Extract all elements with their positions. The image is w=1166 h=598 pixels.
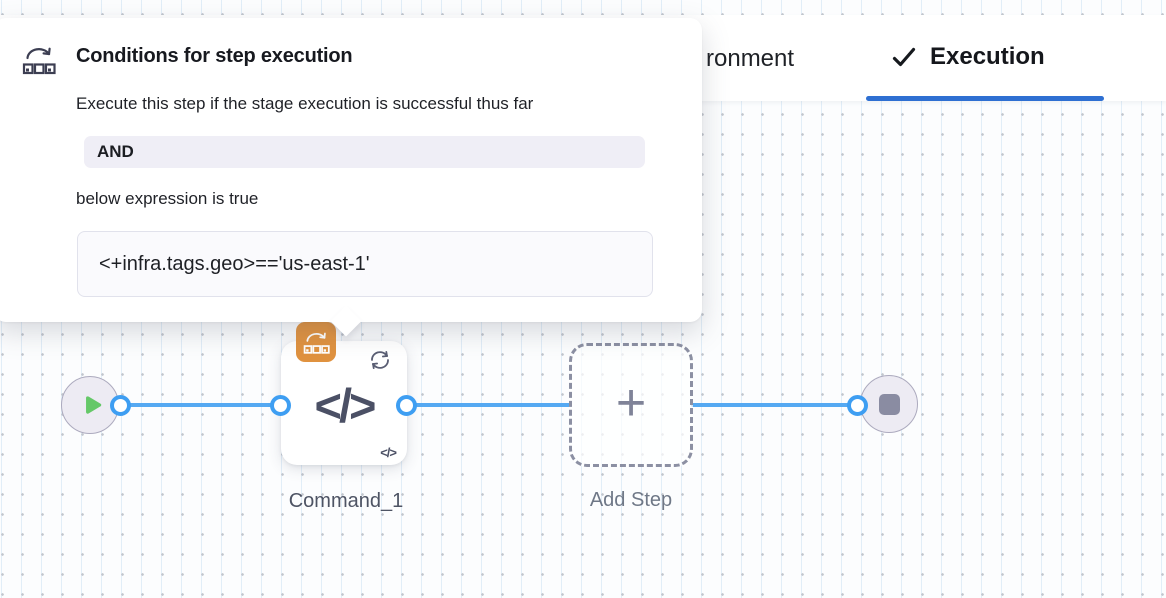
connector-start-to-step — [120, 403, 284, 407]
tab-execution[interactable]: Execution — [891, 43, 1045, 71]
popover-title: Conditions for step execution — [76, 45, 353, 67]
tab-environment-partial[interactable]: ronment — [706, 45, 795, 72]
connector-step-to-addstep — [405, 403, 572, 407]
play-icon — [86, 396, 102, 414]
step-node-command[interactable]: </> </> — [281, 322, 407, 465]
active-tab-indicator — [866, 96, 1104, 101]
conditional-execution-popover: Conditions for step execution Execute th… — [0, 18, 702, 337]
popover-description: Execute this step if the stage execution… — [76, 94, 534, 113]
connector-addstep-to-end — [691, 403, 858, 407]
step-name-label[interactable]: Command_1 — [288, 490, 404, 512]
step-out-port[interactable] — [396, 395, 417, 416]
pipeline-end-node[interactable] — [860, 375, 918, 433]
stop-icon — [878, 393, 900, 415]
step-in-port[interactable] — [270, 395, 291, 416]
plus-icon: + — [615, 374, 647, 432]
add-step-button[interactable]: + — [569, 343, 693, 467]
conditional-execution-icon — [22, 47, 56, 75]
add-step-label[interactable]: Add Step — [589, 489, 673, 511]
conditional-execution-badge[interactable] — [296, 322, 336, 362]
expression-condition-label: below expression is true — [76, 189, 259, 208]
start-out-port[interactable] — [110, 395, 131, 416]
command-step-icon: </> — [314, 378, 377, 432]
expression-value: <+infra.tags.geo>=='us-east-1' — [77, 231, 653, 297]
end-in-port[interactable] — [847, 395, 868, 416]
template-code-icon: </> — [380, 445, 397, 460]
looping-strategy-icon[interactable] — [368, 349, 392, 371]
conditional-execution-icon — [303, 332, 330, 354]
tab-execution-label: Execution — [930, 43, 1045, 70]
check-icon — [892, 47, 916, 67]
operator-chip: AND — [84, 136, 645, 168]
